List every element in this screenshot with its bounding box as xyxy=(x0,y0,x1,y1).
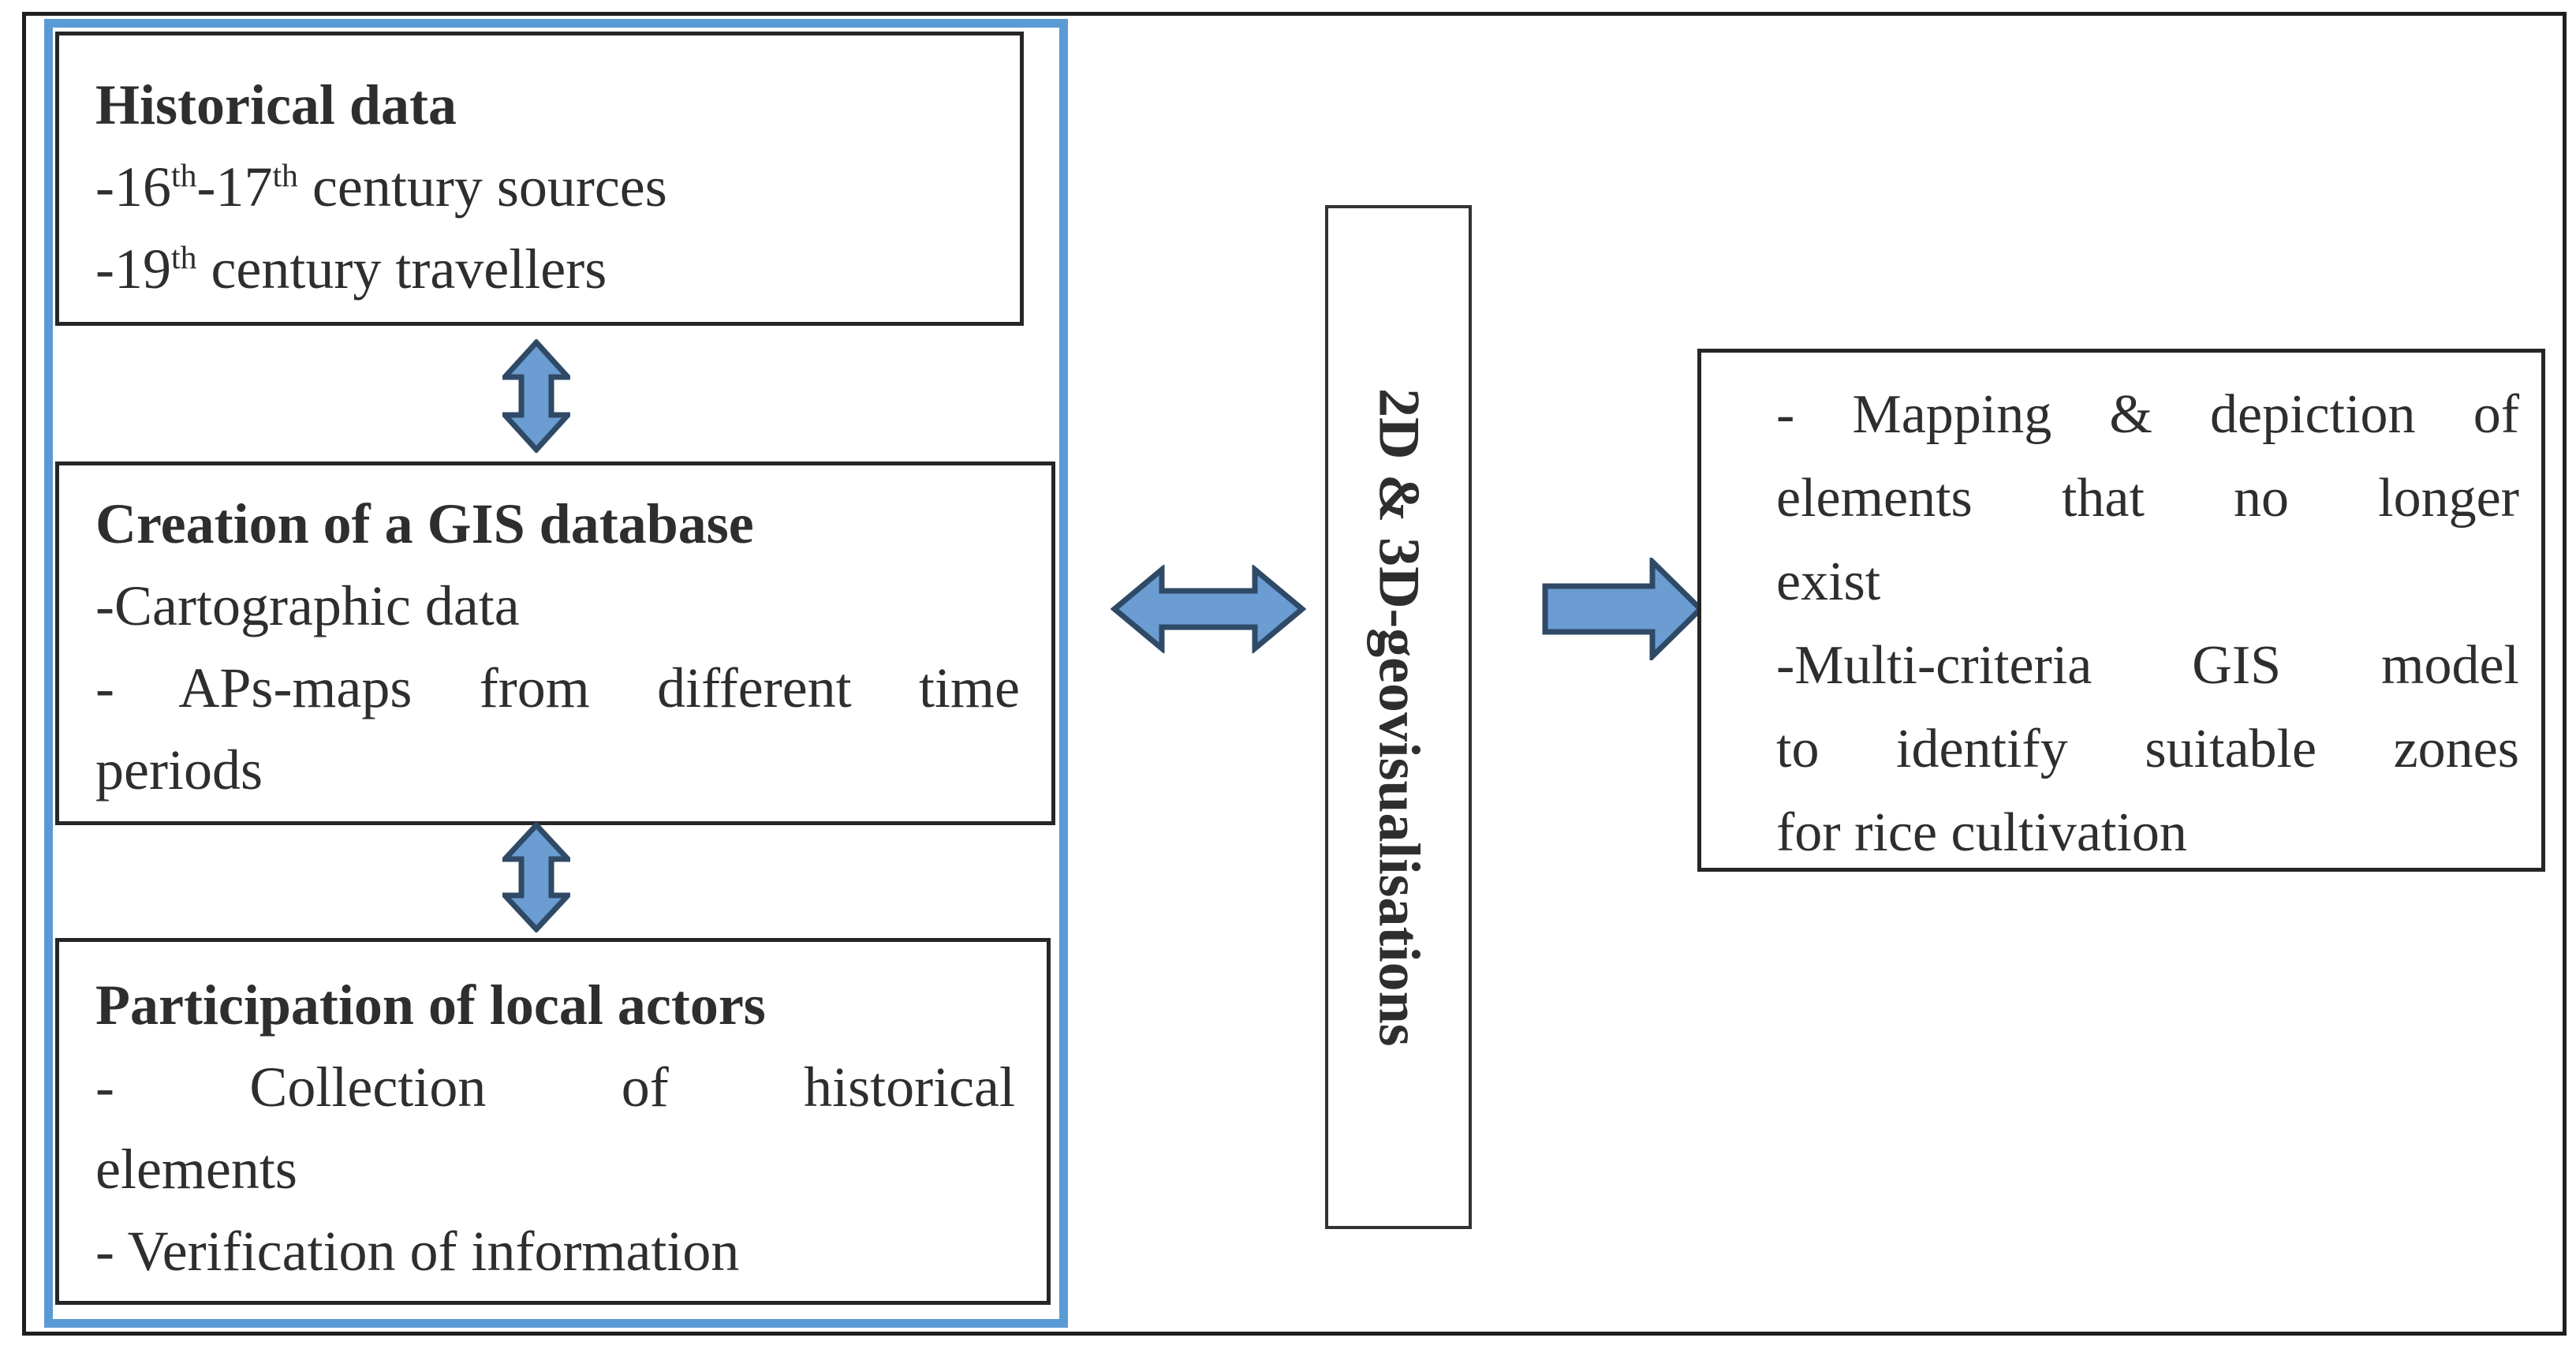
text-line: periods xyxy=(95,738,263,802)
text-line: for rice cultivation xyxy=(1776,802,2187,863)
results-box: - Mapping & depiction of elements that no… xyxy=(1697,349,2545,872)
text-line: -Cartographic data xyxy=(95,574,520,637)
text-line: Participation of local actors xyxy=(95,973,766,1037)
text-line: exist xyxy=(1776,551,1881,612)
text-line: - Verification of information xyxy=(95,1220,740,1283)
historical-data-box: Historical data -16th-17th century source… xyxy=(55,32,1024,326)
text-line: -19th century travellers xyxy=(95,237,607,301)
gis-database-box: Creation of a GIS database -Cartographic … xyxy=(55,462,1055,825)
text-line: -16th-17th century sources xyxy=(95,155,667,219)
double-arrow-horizontal-icon xyxy=(1111,565,1306,653)
text-line: - APs-maps from different time xyxy=(95,656,1020,719)
double-arrow-vertical-icon xyxy=(502,822,570,932)
double-arrow-vertical-icon xyxy=(502,339,570,453)
text-line: Historical data xyxy=(95,73,457,136)
text-line: - Mapping & depiction of xyxy=(1776,384,2519,445)
text-line: -Multi-criteria GIS model xyxy=(1776,635,2519,696)
text-line: elements xyxy=(95,1138,297,1201)
text-line: Creation of a GIS database xyxy=(95,492,754,555)
text-line: elements that no longer xyxy=(1776,468,2519,529)
local-actors-box: Participation of local actors - Collectio… xyxy=(55,938,1051,1305)
text-line: to identify suitable zones xyxy=(1776,719,2519,779)
left-panel xyxy=(44,19,1068,1328)
text-line: - Collection of historical xyxy=(95,1056,1015,1119)
arrow-right-icon xyxy=(1542,558,1704,660)
geovisualisations-box: 2D & 3D-geovisualisations xyxy=(1325,205,1472,1229)
geovisualisations-label: 2D & 3D-geovisualisations xyxy=(1366,387,1432,1047)
